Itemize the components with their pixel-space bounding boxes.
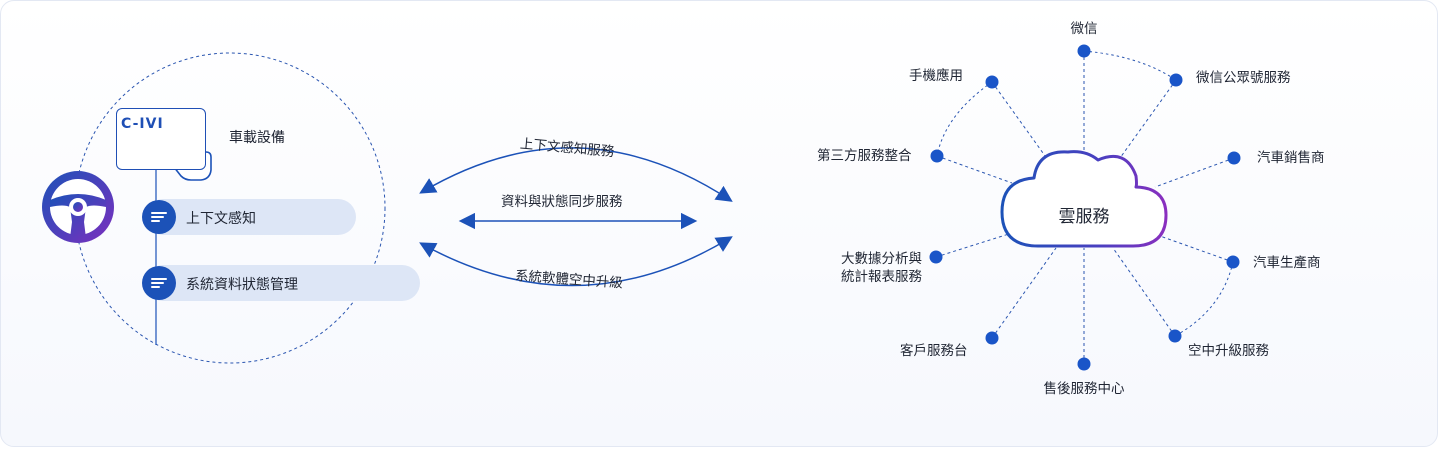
service-wechat: 微信 <box>1070 21 1098 37</box>
context-awareness-pill <box>145 199 356 235</box>
civi-label: C-IVI <box>121 116 164 132</box>
arc-top-arrow <box>419 147 733 202</box>
steering-wheel-icon <box>42 171 114 243</box>
service-customer-desk: 客戶服務台 <box>900 343 968 359</box>
service-car-sales: 汽車銷售商 <box>1257 150 1325 166</box>
link-middle-label: 資料與狀態同步服務 <box>501 194 623 210</box>
service-after-sales: 售後服務中心 <box>1043 381 1125 397</box>
service-spokes <box>935 51 1235 364</box>
service-mobile-app: 手機應用 <box>909 68 963 84</box>
service-big-data-line2: 統計報表服務 <box>841 269 922 285</box>
service-big-data-line1: 大數據分析與 <box>841 251 922 267</box>
device-title: 車載設備 <box>229 130 285 146</box>
context-awareness-label: 上下文感知 <box>186 211 256 227</box>
service-ota: 空中升級服務 <box>1188 343 1269 359</box>
service-ring <box>936 50 1234 337</box>
arc-bottom-arrow <box>419 236 733 287</box>
service-car-maker: 汽車生產商 <box>1253 255 1321 271</box>
civi-device-box <box>116 108 206 170</box>
status-management-pill <box>145 265 420 301</box>
service-third-party: 第三方服務整合 <box>817 148 912 164</box>
service-wechat-official: 微信公眾號服務 <box>1196 70 1291 86</box>
cloud-shape <box>1000 150 1168 248</box>
service-dots <box>929 44 1241 371</box>
status-management-label: 系統資料狀態管理 <box>186 277 298 293</box>
status-list-icon <box>142 266 176 300</box>
cloud-label: 雲服務 <box>1058 207 1110 227</box>
context-list-icon <box>142 200 176 234</box>
